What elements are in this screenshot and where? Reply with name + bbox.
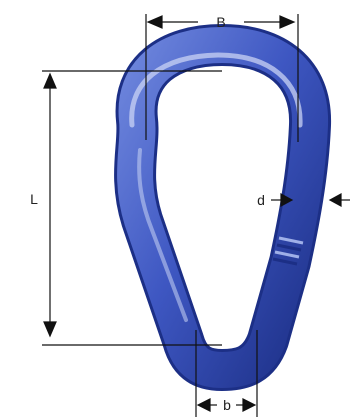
l-arrow-top-head xyxy=(43,72,57,89)
label-wire-diameter: d xyxy=(257,192,265,208)
label-length: L xyxy=(30,191,38,207)
label-width-bottom: b xyxy=(223,397,231,413)
label-width-top: B xyxy=(216,14,225,30)
d-arrow-left-head xyxy=(280,192,294,208)
d-arrow-right-head xyxy=(328,192,342,208)
link-highlight-left xyxy=(137,148,188,322)
pear-link xyxy=(114,24,332,391)
b-bottom-arrow-left-head xyxy=(196,398,211,412)
b-top-arrow-left-head xyxy=(146,15,163,29)
b-top-arrow-right-head xyxy=(279,15,296,29)
b-bottom-arrow-right-head xyxy=(242,398,257,412)
link-body xyxy=(117,27,329,388)
l-arrow-bottom-head xyxy=(43,321,57,338)
weld-ridges xyxy=(272,236,304,266)
dimension-lines xyxy=(42,14,350,417)
link-highlight xyxy=(129,52,303,128)
